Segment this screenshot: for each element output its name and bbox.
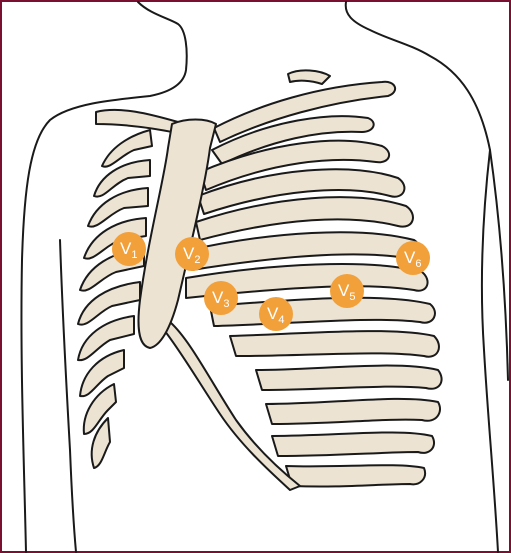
rib-cage	[78, 70, 442, 490]
acromion	[288, 70, 330, 84]
electrode-v2: V2	[175, 237, 209, 271]
electrode-v5: V5	[330, 274, 364, 308]
electrode-v4: V4	[259, 297, 293, 331]
left-clavicle	[96, 110, 182, 134]
electrode-v3: V3	[204, 281, 238, 315]
electrode-v1: V1	[112, 232, 146, 266]
electrode-v6: V6	[396, 241, 430, 275]
